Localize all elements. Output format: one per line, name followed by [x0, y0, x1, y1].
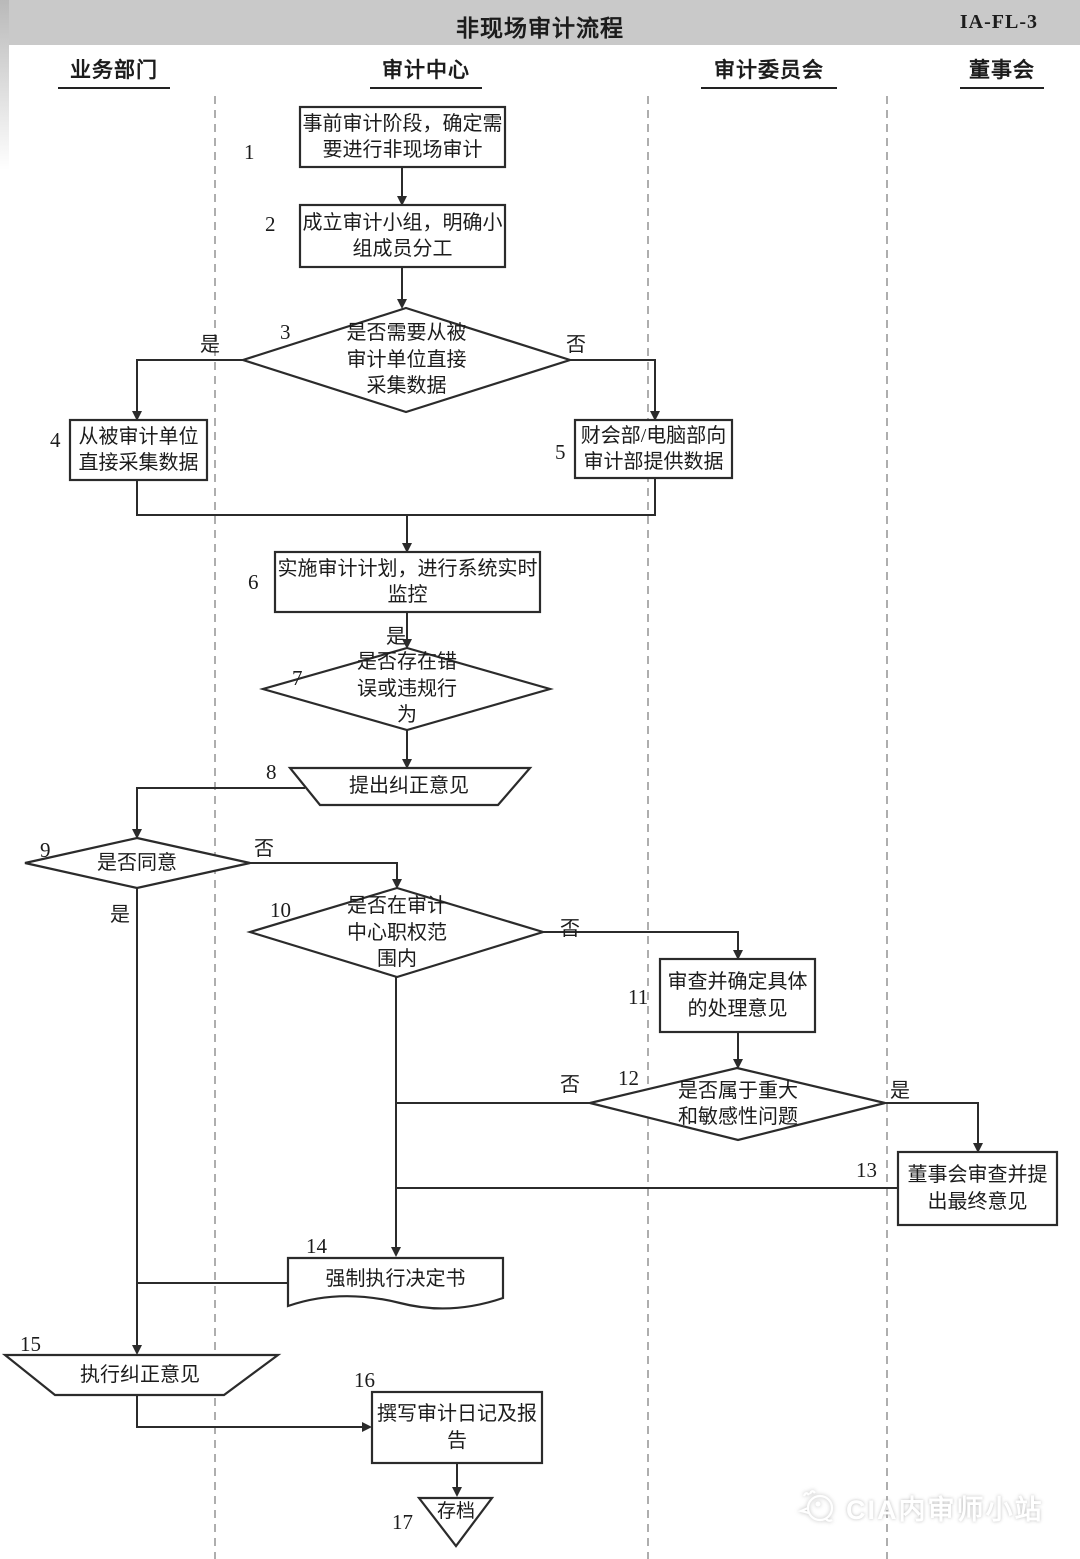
node-7-text: 是否存在错误或违规行为	[357, 651, 457, 727]
step-number-3: 3	[280, 320, 291, 344]
page-title: 非现场审计流程	[456, 16, 624, 41]
step-number-9: 9	[40, 838, 51, 862]
step-number-14: 14	[306, 1234, 327, 1258]
step-number-1: 1	[244, 140, 255, 164]
document-shape-14	[286, 1256, 505, 1310]
node-9-text: 是否同意	[97, 851, 177, 874]
node-6-text: 实施审计计划，进行系统实时监控	[277, 557, 538, 606]
branch-label-d10-no: 否	[560, 918, 580, 940]
branch-label-d12-yes: 是	[890, 1080, 910, 1102]
step-number-16: 16	[354, 1368, 375, 1392]
watermark: CIA内审师小站	[796, 1486, 1044, 1528]
node-14-text: 强制执行决定书	[325, 1267, 466, 1290]
watermark-text: CIA内审师小站	[846, 1494, 1044, 1525]
step-number-2: 2	[265, 212, 276, 236]
node-10-text: 是否在审计中心职权范围内	[347, 895, 447, 971]
lane-header-audit-committee: 审计委员会	[701, 54, 837, 89]
node-16-text: 撰写审计日记及报告	[377, 1403, 537, 1452]
step-number-5: 5	[555, 440, 566, 464]
step-number-8: 8	[266, 760, 277, 784]
node-3-text: 是否需要从被审计单位直接采集数据	[346, 322, 467, 398]
chick-logo-icon	[797, 1490, 834, 1522]
manual-op-shape-15	[1, 1353, 282, 1397]
step-number-4: 4	[50, 428, 61, 452]
branch-label-d12-no: 否	[560, 1074, 580, 1096]
branch-label-d3-no: 否	[566, 334, 586, 356]
lane-header-business-dept: 业务部门	[58, 54, 170, 89]
node-4-text: 从被审计单位直接采集数据	[78, 425, 199, 474]
branch-label-d3-yes: 是	[200, 334, 220, 356]
node-shapes	[1, 105, 1059, 1548]
step-number-12: 12	[618, 1066, 639, 1090]
process-shape-16	[370, 1390, 544, 1465]
lane-header-audit-center: 审计中心	[370, 54, 482, 89]
node-1-text: 事前审计阶段，确定需要进行非现场审计	[302, 112, 503, 161]
node-5-text: 财会部/电脑部向审计部提供数据	[580, 424, 727, 473]
decision-shape-9	[24, 836, 251, 890]
branch-label-d9-no: 否	[254, 838, 274, 860]
step-number-11: 11	[628, 985, 649, 1009]
decision-shape-3	[239, 306, 574, 414]
process-shape-5	[573, 418, 734, 480]
node-11-text: 审查并确定具体的处理意见	[667, 971, 808, 1020]
node-8-text: 提出纠正意见	[349, 774, 469, 797]
connector-lines	[136, 167, 979, 1494]
node-15-text: 执行纠正意见	[80, 1363, 200, 1386]
arrowheads	[132, 196, 983, 1497]
node-13-text: 董事会审查并提出最终意见	[907, 1164, 1048, 1213]
archive-shape-17	[416, 1496, 495, 1548]
step-number-7: 7	[292, 666, 303, 690]
lane-divider-lines	[214, 96, 888, 1559]
document-code: IA-FL-3	[959, 11, 1038, 33]
step-number-6: 6	[248, 570, 259, 594]
process-shape-4	[68, 418, 209, 482]
step-number-17: 17	[392, 1510, 413, 1534]
process-shape-2	[298, 203, 507, 269]
node-17-text: 存档	[436, 1501, 475, 1523]
step-number-13: 13	[856, 1158, 877, 1182]
header-bar: 非现场审计流程 IA-FL-3	[0, 0, 1080, 45]
left-edge-shading	[0, 0, 9, 170]
node-2-text: 成立审计小组，明确小组成员分工	[302, 211, 503, 260]
lane-header-board: 董事会	[960, 54, 1044, 89]
decision-shape-12	[589, 1066, 886, 1142]
process-shape-1	[298, 105, 507, 169]
process-shape-6	[273, 550, 542, 614]
process-shape-11	[658, 957, 817, 1034]
process-shape-13	[896, 1150, 1059, 1227]
node-12-text: 是否属于重大和敏感性问题	[678, 1079, 798, 1128]
decision-shape-10	[246, 886, 547, 979]
step-number-10: 10	[270, 898, 291, 922]
step-number-15: 15	[20, 1332, 41, 1356]
branch-label-d6-yes: 是	[386, 626, 406, 648]
manual-op-shape-8	[287, 766, 533, 807]
branch-label-d9-yes: 是	[110, 904, 130, 926]
decision-shape-7	[258, 646, 554, 732]
